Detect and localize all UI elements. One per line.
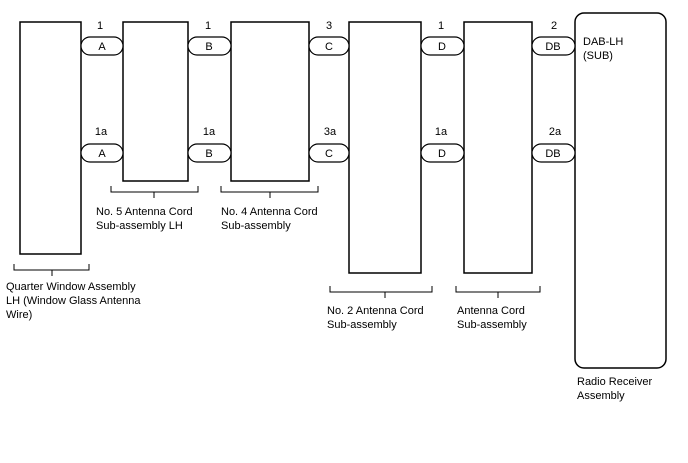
connector-top-a-name: A — [98, 41, 106, 53]
radio-receiver-inner-line-1: DAB-LH — [583, 36, 623, 48]
connector-bottom-db: DB 2a — [531, 126, 576, 163]
brace-no4-cord — [220, 186, 319, 198]
connector-top-db-name: DB — [545, 41, 560, 53]
connector-top-b-pin: 1 — [205, 20, 211, 32]
connector-bottom-a: A 1a — [80, 126, 124, 163]
connector-bottom-b-pin: 1a — [203, 126, 216, 138]
connector-bottom-b: B 1a — [187, 126, 232, 163]
no5-cord-box — [122, 21, 189, 182]
connector-bottom-c: C 3a — [308, 126, 350, 163]
no2-cord-box — [348, 21, 422, 274]
connector-top-c-name: C — [325, 41, 333, 53]
connector-top-b-name: B — [205, 41, 212, 53]
connector-bottom-c-pin: 3a — [324, 126, 337, 138]
quarter-window-label-3: Wire) — [6, 309, 32, 321]
connector-top-d-name: D — [438, 41, 446, 53]
no5-cord-label-2: Sub-assembly LH — [96, 220, 183, 232]
radio-receiver-box — [574, 12, 667, 369]
connector-top-a: A 1 — [80, 20, 124, 56]
antenna-cord-label-2: Sub-assembly — [457, 319, 527, 331]
connector-top-db: DB 2 — [531, 20, 576, 56]
connector-bottom-c-name: C — [325, 148, 333, 160]
connector-bottom-b-name: B — [205, 148, 212, 160]
connector-top-d: D 1 — [420, 20, 465, 56]
radio-receiver-inner-line-2: (SUB) — [583, 50, 613, 62]
brace-no5-cord — [110, 186, 199, 198]
quarter-window-box — [19, 21, 82, 255]
brace-antenna-cord — [455, 286, 541, 298]
no2-cord-label-1: No. 2 Antenna Cord — [327, 305, 424, 317]
connector-bottom-d-pin: 1a — [435, 126, 448, 138]
brace-no2-cord — [329, 286, 433, 298]
quarter-window-label-2: LH (Window Glass Antenna — [6, 295, 141, 307]
quarter-window-label-1: Quarter Window Assembly — [6, 281, 136, 293]
brace-quarter-window — [13, 264, 90, 276]
antenna-cord-box — [463, 21, 533, 274]
connector-bottom-d: D 1a — [420, 126, 465, 163]
connector-bottom-db-name: DB — [545, 148, 560, 160]
connector-top-db-pin: 2 — [551, 20, 557, 32]
radio-receiver-label-1: Radio Receiver — [577, 376, 653, 388]
connector-top-a-pin: 1 — [97, 20, 103, 32]
no2-cord-label-2: Sub-assembly — [327, 319, 397, 331]
connector-bottom-db-pin: 2a — [549, 126, 562, 138]
radio-receiver-label-2: Assembly — [577, 390, 625, 402]
connector-bottom-d-name: D — [438, 148, 446, 160]
connector-bottom-a-name: A — [98, 148, 106, 160]
connector-top-c-pin: 3 — [326, 20, 332, 32]
antenna-cord-label-1: Antenna Cord — [457, 305, 525, 317]
connector-bottom-a-pin: 1a — [95, 126, 108, 138]
no5-cord-label-1: No. 5 Antenna Cord — [96, 206, 193, 218]
connector-top-b: B 1 — [187, 20, 232, 56]
no4-cord-box — [230, 21, 310, 182]
no4-cord-label-1: No. 4 Antenna Cord — [221, 206, 318, 218]
connector-top-c: C 3 — [308, 20, 350, 56]
no4-cord-label-2: Sub-assembly — [221, 220, 291, 232]
connector-top-d-pin: 1 — [438, 20, 444, 32]
